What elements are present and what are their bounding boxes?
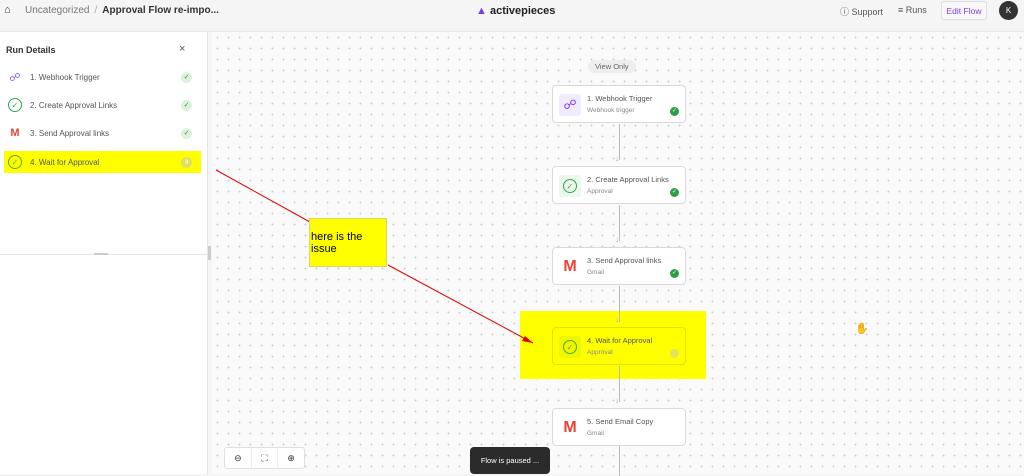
flow-name[interactable]: Approval Flow re-impo... [102, 5, 219, 16]
step-subtitle: Gmail [587, 269, 604, 276]
annotation-note: here is the issue [309, 218, 387, 267]
runs-button[interactable]: ≡ Runs [898, 5, 927, 15]
pause-icon: ॥ [181, 156, 192, 168]
gmail-icon: M [563, 419, 577, 436]
hand-cursor-icon: ✋ [855, 323, 869, 335]
approval-icon: ✓ [559, 336, 581, 358]
run-details-panel: Run Details × ☍ 1. Webhook Trigger ✓ ✓ 2… [0, 32, 208, 474]
success-icon: ✓ [670, 107, 679, 116]
arrow-down-icon: ↓ [615, 235, 619, 244]
support-button[interactable]: ⓘ Support [840, 5, 883, 18]
annotation-arrow [387, 264, 534, 344]
runs-icon: ≡ [898, 5, 904, 15]
breadcrumb: Uncategorized / Approval Flow re-impo... [25, 5, 219, 16]
run-step-item[interactable]: ☍ 1. Webhook Trigger ✓ [4, 66, 201, 88]
annotation-line [215, 169, 311, 223]
panel-resize-handle[interactable] [208, 246, 211, 260]
arrow-down-icon: ↓ [615, 154, 619, 163]
zoom-out-icon[interactable]: ⊖ [225, 448, 252, 468]
step-subtitle: Approval [587, 188, 613, 195]
run-step-item[interactable]: ✓ 2. Create Approval Links ✓ [4, 94, 201, 116]
fit-view-icon[interactable]: ⛶ [252, 448, 279, 468]
step-title: 4. Wait for Approval [587, 336, 653, 345]
step-card[interactable]: ☍ 1. Webhook Trigger Webhook trigger ✓ [552, 85, 686, 123]
zoom-controls: ⊖ ⛶ ⊕ [224, 447, 305, 469]
webhook-icon: ☍ [9, 71, 21, 84]
flow-canvas[interactable]: View Only ↓ ↓ ↓ ↓ ☍ 1. Webhook Trigger W… [212, 32, 1024, 476]
run-step-item[interactable]: ✓ 4. Wait for Approval ॥ [4, 151, 201, 173]
step-card[interactable]: M 5. Send Email Copy Gmail [552, 408, 686, 446]
success-icon: ✓ [181, 71, 192, 83]
zoom-in-icon[interactable]: ⊕ [287, 452, 295, 463]
step-card[interactable]: M 3. Send Approval links Gmail ✓ [552, 247, 686, 285]
approval-icon: ✓ [559, 175, 581, 197]
success-icon: ✓ [670, 269, 679, 278]
webhook-icon: ☍ [559, 94, 581, 116]
success-icon: ✓ [181, 127, 192, 139]
step-card[interactable]: ✓ 4. Wait for Approval Approval [552, 327, 686, 365]
step-title: 3. Send Approval links [587, 256, 662, 265]
run-step-label: 4. Wait for Approval [30, 157, 100, 167]
step-subtitle: Webhook trigger [587, 107, 635, 114]
success-icon: ✓ [670, 188, 679, 197]
step-subtitle: Gmail [587, 430, 604, 437]
logo: ▲ activepieces [476, 5, 555, 17]
edit-flow-button[interactable]: Edit Flow [941, 1, 987, 20]
run-step-label: 2. Create Approval Links [30, 100, 118, 110]
breadcrumb-separator: / [94, 5, 98, 16]
step-subtitle: Approval [587, 349, 613, 356]
step-title: 2. Create Approval Links [587, 175, 669, 184]
avatar[interactable]: K [999, 1, 1018, 20]
step-card[interactable]: ✓ 2. Create Approval Links Approval ✓ [552, 166, 686, 204]
run-step-label: 1. Webhook Trigger [30, 72, 100, 82]
step-title: 5. Send Email Copy [587, 417, 654, 426]
approval-icon: ✓ [8, 98, 22, 112]
arrowhead [522, 336, 533, 343]
resize-handle[interactable] [94, 253, 108, 255]
step-title: 1. Webhook Trigger [587, 94, 653, 103]
breadcrumb-parent[interactable]: Uncategorized [25, 5, 90, 16]
panel-title: Run Details [6, 45, 56, 55]
arrow-down-icon: ↓ [615, 315, 619, 324]
support-icon: ⓘ [840, 7, 850, 17]
pause-icon [670, 349, 679, 358]
home-icon[interactable]: ⌂ [4, 4, 11, 16]
support-label: Support [851, 7, 884, 17]
run-step-item[interactable]: M 3. Send Approval links ✓ [4, 122, 201, 144]
toast: Flow is paused ... [470, 447, 550, 474]
success-icon: ✓ [181, 99, 192, 111]
runs-label: Runs [905, 5, 927, 15]
run-step-label: 3. Send Approval links [30, 128, 110, 138]
gmail-icon: M [10, 127, 20, 139]
top-bar: ⌂ Uncategorized / Approval Flow re-impo.… [0, 0, 1024, 32]
arrow-down-icon: ↓ [615, 396, 619, 405]
view-only-badge: View Only [588, 60, 636, 73]
close-icon[interactable]: × [179, 43, 186, 55]
gmail-icon: M [563, 258, 577, 275]
logo-text: activepieces [489, 5, 556, 17]
logo-icon: ▲ [476, 5, 487, 17]
approval-icon: ✓ [8, 155, 22, 169]
